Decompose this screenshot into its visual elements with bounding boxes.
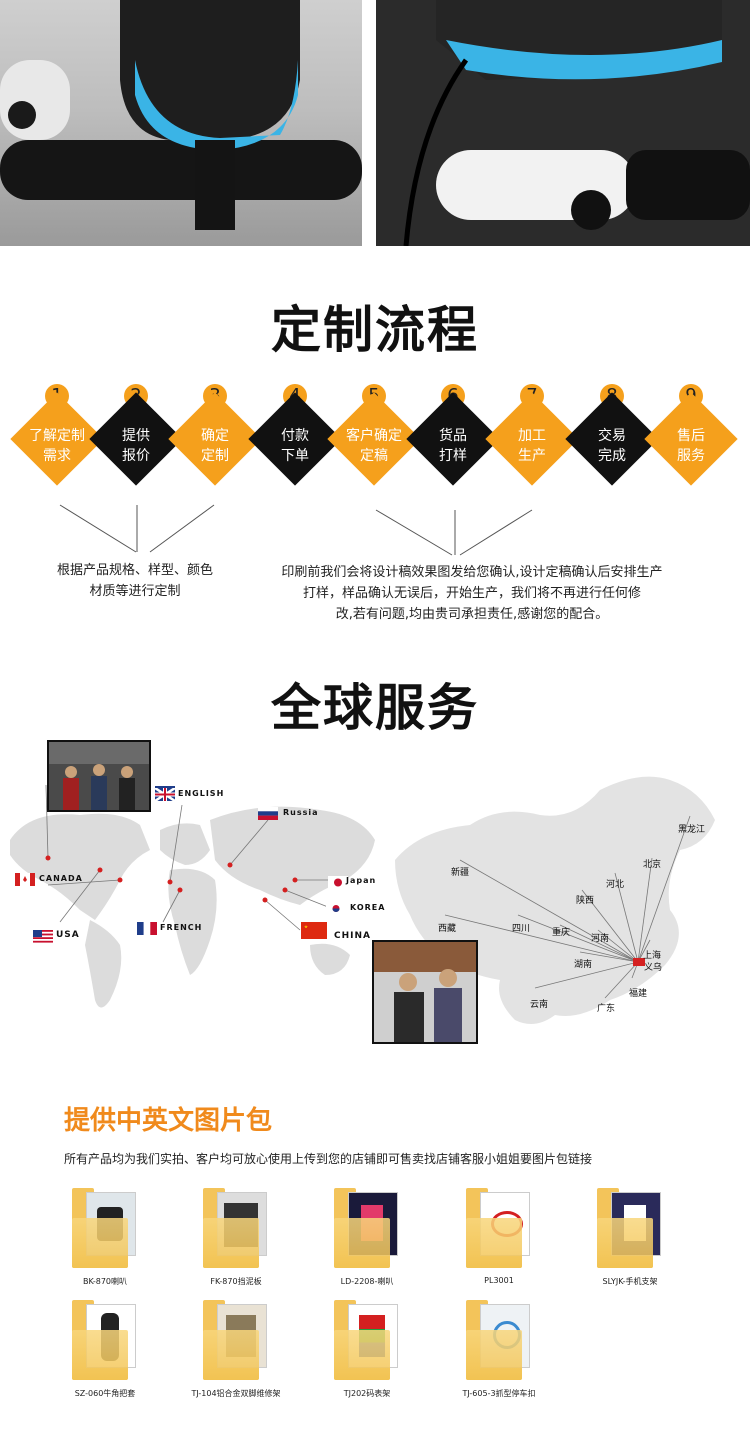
country-japan: Japan bbox=[346, 876, 377, 885]
crowd-image bbox=[49, 742, 149, 810]
hero-photo-left bbox=[0, 0, 362, 246]
folder-label[interactable]: TJ-104铝合金双脚维修架 bbox=[191, 1389, 281, 1398]
step-label: 售后 服务 bbox=[677, 428, 705, 464]
step-label: 付款 下单 bbox=[281, 428, 309, 464]
city-shanghai: 上海 bbox=[643, 951, 662, 961]
folder-label[interactable]: TJ-605-3抓型停车扣 bbox=[462, 1389, 536, 1398]
step-label: 提供 报价 bbox=[122, 428, 150, 464]
city-sichuan: 四川 bbox=[512, 924, 531, 934]
france-flag-icon bbox=[137, 920, 157, 935]
city-chongqing: 重庆 bbox=[552, 928, 571, 938]
city-fujian: 福建 bbox=[629, 989, 648, 999]
country-english: ENGLISH bbox=[178, 789, 225, 798]
picture-pack-title: 提供中英文图片包 bbox=[64, 1106, 273, 1136]
city-yunnan: 云南 bbox=[530, 1000, 549, 1010]
note-line: 印刷前我们会将设计稿效果图发给您确认,设计定稿确认后安排生产 bbox=[281, 565, 663, 580]
note-line: 打样，样品确认无误后，开始生产，我们将不再进行任何修 bbox=[302, 586, 641, 601]
russia-flag-icon bbox=[258, 805, 278, 820]
process-step-9: 9 售后 服务 bbox=[643, 384, 739, 508]
process-note-left: 根据产品规格、样型、颜色 材质等进行定制 bbox=[30, 560, 240, 602]
city-xizang: 西藏 bbox=[438, 924, 457, 934]
process-step-8: 8 交易 完成 bbox=[564, 384, 660, 508]
global-title: 全球服务 bbox=[271, 679, 479, 737]
china-flag-icon bbox=[301, 922, 327, 939]
step-label: 了解定制 需求 bbox=[29, 428, 85, 464]
folder-label[interactable]: FK-870挡泥板 bbox=[210, 1277, 262, 1286]
country-china: CHINA bbox=[334, 931, 371, 941]
city-guangdong: 广东 bbox=[597, 1004, 616, 1014]
step-label: 交易 完成 bbox=[598, 428, 626, 464]
country-russia: Russia bbox=[283, 808, 319, 817]
country-usa: USA bbox=[56, 930, 80, 940]
bike-light-photo bbox=[0, 0, 362, 230]
canada-flag-icon bbox=[15, 871, 35, 886]
picture-pack-desc: 所有产品均为我们实拍、客户均可放心使用上传到您的店铺即可售卖找店铺客服小姐姐要图… bbox=[64, 1152, 593, 1166]
folder-icon[interactable] bbox=[72, 1188, 140, 1272]
process-title: 定制流程 bbox=[271, 301, 479, 359]
folder-label[interactable]: BK-870喇叭 bbox=[82, 1277, 128, 1286]
folder-icon[interactable] bbox=[466, 1188, 534, 1272]
city-heilongjiang: 黑龙江 bbox=[678, 825, 706, 835]
country-canada: CANADA bbox=[39, 874, 83, 883]
city-beijing: 北京 bbox=[643, 860, 662, 870]
city-yiwu: 义乌 bbox=[644, 963, 663, 973]
process-step-6: 6 货品 打样 bbox=[405, 384, 501, 508]
uk-flag-icon bbox=[154, 786, 176, 803]
process-step-5: 5 客户确定 定稿 bbox=[326, 384, 422, 508]
folder-label[interactable]: TJ202码表架 bbox=[343, 1389, 391, 1398]
japan-flag-icon bbox=[328, 874, 348, 889]
folder-icon[interactable] bbox=[466, 1300, 534, 1384]
process-step-3: 3 确定 定制 bbox=[167, 384, 263, 508]
folder-icon[interactable] bbox=[597, 1188, 665, 1272]
usa-flag-icon bbox=[33, 928, 53, 943]
city-hebei: 河北 bbox=[606, 880, 625, 890]
step-label: 货品 打样 bbox=[439, 428, 467, 464]
process-step-7: 7 加工 生产 bbox=[484, 384, 580, 508]
city-henan: 河南 bbox=[591, 934, 610, 944]
hero-photo-right bbox=[376, 0, 750, 246]
visitors-image bbox=[374, 942, 476, 1042]
city-hunan: 湖南 bbox=[574, 960, 593, 970]
korea-flag-icon bbox=[326, 900, 346, 915]
city-xinjiang: 新疆 bbox=[451, 868, 470, 878]
country-korea: KOREA bbox=[350, 903, 386, 912]
folder-label[interactable]: PL3001 bbox=[484, 1276, 514, 1285]
bike-light-side-photo bbox=[376, 0, 750, 246]
process-step-1: 1 了解定制 需求 bbox=[9, 384, 105, 508]
process-connector-lines bbox=[59, 504, 533, 556]
world-map-shape bbox=[10, 806, 375, 1008]
process-note-right: 印刷前我们会将设计稿效果图发给您确认,设计定稿确认后安排生产 打样，样品确认无误… bbox=[262, 562, 682, 625]
folder-label[interactable]: LD-2208-喇叭 bbox=[340, 1277, 394, 1286]
airport-crowd-photo bbox=[47, 740, 151, 812]
folder-icon[interactable] bbox=[203, 1188, 271, 1272]
folder-icon[interactable] bbox=[203, 1300, 271, 1384]
expo-visitors-photo bbox=[372, 940, 478, 1044]
country-french: FRENCH bbox=[160, 923, 203, 932]
folder-label[interactable]: SLYJK-手机支架 bbox=[602, 1277, 658, 1286]
step-label: 加工 生产 bbox=[518, 428, 546, 464]
step-label: 客户确定 定稿 bbox=[346, 428, 402, 464]
process-step-2: 2 提供 报价 bbox=[88, 384, 184, 508]
step-label: 确定 定制 bbox=[201, 428, 229, 464]
folder-icon[interactable] bbox=[334, 1188, 402, 1272]
process-step-4: 4 付款 下单 bbox=[247, 384, 343, 508]
folder-icon[interactable] bbox=[334, 1300, 402, 1384]
note-line: 根据产品规格、样型、颜色 bbox=[56, 563, 213, 578]
note-line: 材质等进行定制 bbox=[89, 584, 181, 599]
note-line: 改,若有问题,均由贵司承担责任,感谢您的配合。 bbox=[335, 607, 609, 622]
folder-label[interactable]: SZ-060牛角把套 bbox=[74, 1389, 136, 1398]
city-shaanxi: 陕西 bbox=[576, 896, 595, 906]
folder-icon[interactable] bbox=[72, 1300, 140, 1384]
